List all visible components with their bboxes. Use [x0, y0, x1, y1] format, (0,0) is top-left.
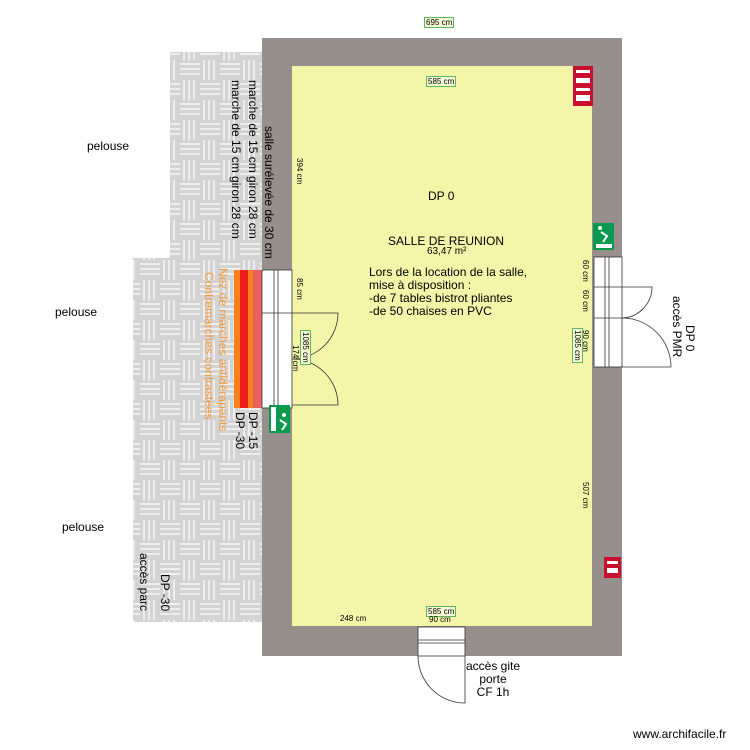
watermark: www.archifacile.fr: [633, 727, 727, 741]
pmr-level: DP 0: [683, 325, 697, 352]
raised-room-label: salle surélevée de 30 cm: [262, 126, 276, 259]
paving-upper: [170, 52, 262, 262]
dim-left-door: 85 cm: [295, 278, 304, 300]
dim-right-a: 60 cm: [581, 260, 590, 282]
dim-right-box: 1085 cm: [572, 328, 583, 363]
exit-sign-left: [269, 405, 290, 433]
room-name: SALLE DE REUNION: [388, 234, 505, 248]
room-area: 63,47 m²: [427, 246, 467, 257]
lawn-label: pelouse: [87, 139, 130, 153]
bottom-door: [417, 626, 466, 704]
exit-sign-right: [593, 223, 614, 250]
dim-outer-top: 695 cm: [424, 17, 455, 28]
stairs: [234, 270, 262, 408]
risers-label: Contremarches contrastées: [202, 272, 216, 420]
lawn-label: pelouse: [55, 305, 98, 319]
parc-level: DP -30: [158, 574, 172, 612]
gite-door-label: accès gite porte CF 1h: [465, 659, 521, 699]
dim-bottom-door: 90 cm: [429, 615, 451, 624]
dim-left-upper: 394 cm: [295, 158, 304, 185]
fire-sign-top: [573, 66, 593, 106]
right-door: [593, 256, 672, 368]
dim-inner-bottom: 585 cm: [426, 606, 457, 617]
dim-right-b: 60 cm: [581, 290, 590, 312]
parc-access-label: accès parc: [137, 553, 151, 612]
pmr-access-label: accès PMR: [670, 296, 684, 358]
dim-left-box: 1085 cm: [300, 330, 311, 365]
level-dp-30: DP -30: [233, 412, 247, 450]
dim-bottom-left: 248 cm: [340, 614, 367, 623]
fire-sign-bottom: [604, 557, 621, 578]
step-label: marche de 15 cm giron 28 cm: [246, 80, 260, 239]
dim-right-lower: 507 cm: [581, 482, 590, 509]
level-dp-15: DP -15: [246, 412, 260, 450]
step-label: marche de 15 cm giron 28 cm: [229, 80, 243, 239]
room-floor: [292, 66, 592, 626]
room-level: DP 0: [428, 189, 455, 203]
lawn-label: pelouse: [62, 520, 105, 534]
dim-inner-top: 585 cm: [426, 76, 457, 87]
nosing-label: Nez de marches antidérapants: [216, 268, 230, 432]
room-notes: Lors de la location de la salle, mise à …: [369, 265, 528, 318]
dim-left-lower: 174 cm: [291, 345, 300, 372]
